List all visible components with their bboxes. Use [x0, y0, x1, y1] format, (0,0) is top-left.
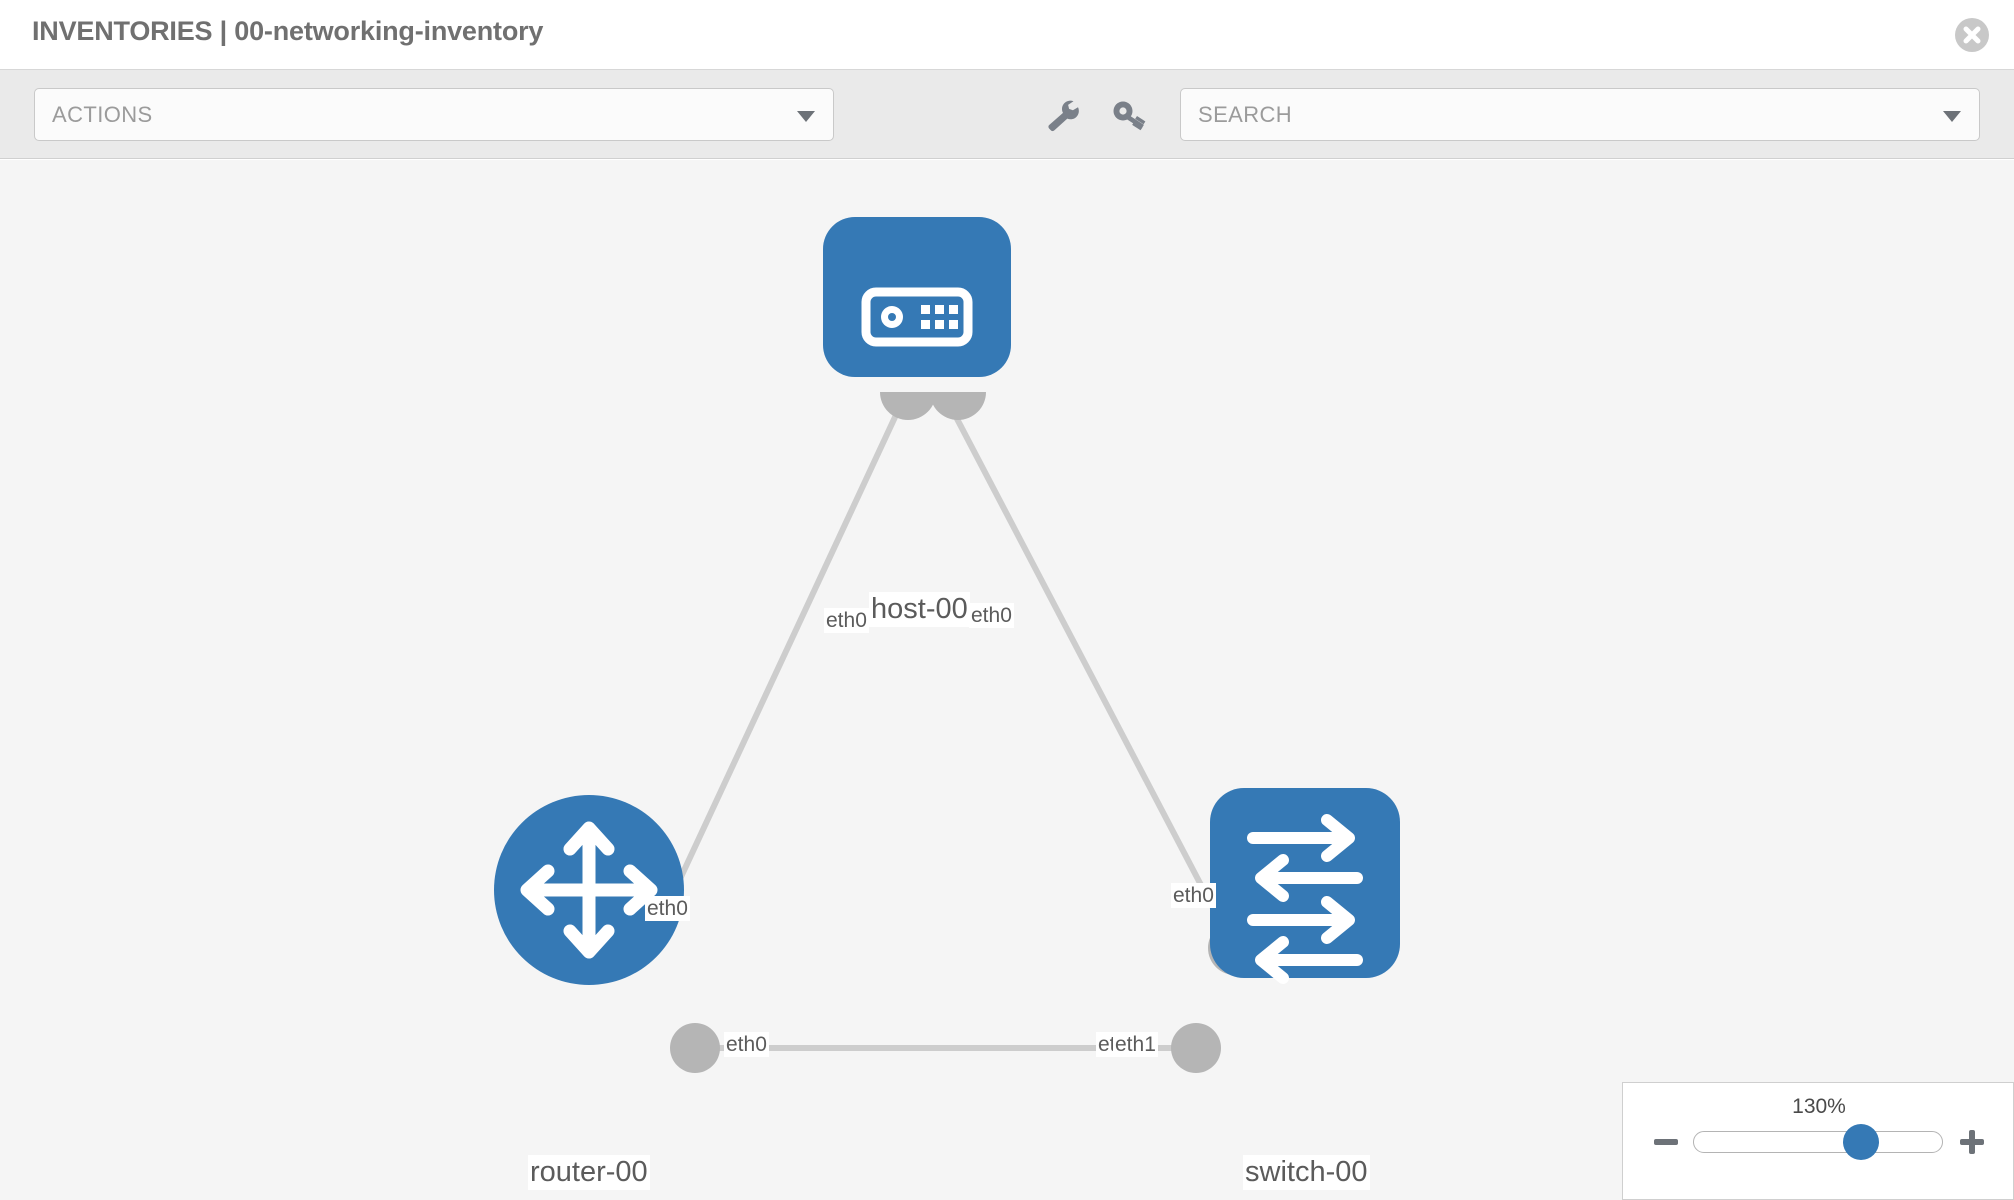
link-host-switch [952, 413, 1238, 952]
zoom-slider-thumb[interactable] [1842, 1124, 1879, 1160]
connector-router-right [670, 1023, 720, 1073]
toolbar: ACTIONS SEARCH [0, 70, 2014, 159]
actions-dropdown-label: ACTIONS [52, 102, 153, 127]
topology-connectors [670, 392, 1262, 1073]
connector-host-left [880, 392, 936, 420]
node-switch-00 [1210, 788, 1400, 984]
page-title: INVENTORIES | 00-networking-inventory [32, 16, 544, 46]
close-icon[interactable] [1955, 18, 1989, 52]
zoom-level-value: 130% [1792, 1095, 1846, 1118]
edge-label-host-right: eth0 [969, 603, 1014, 628]
node-label-host-00: host-00 [869, 592, 970, 627]
topology-canvas[interactable]: eth0 eth0 host-00 eth0 eth0 eth0 eth0 et… [0, 160, 2014, 1200]
edge-label-switch-up: eth0 [1171, 883, 1216, 908]
topology-links [637, 413, 1238, 1051]
edge-label-router-up: eth0 [645, 896, 690, 921]
zoom-control-panel: 130% [1622, 1082, 2014, 1200]
node-label-router-00: router-00 [528, 1155, 650, 1190]
edge-label-router-right: eth0 [724, 1032, 769, 1057]
minus-icon[interactable] [1651, 1127, 1681, 1157]
search-placeholder: SEARCH [1198, 102, 1293, 127]
node-host-00 [823, 217, 1011, 377]
node-label-switch-00: switch-00 [1243, 1155, 1370, 1190]
chevron-down-icon[interactable] [1943, 111, 1961, 122]
zoom-slider[interactable] [1693, 1131, 1943, 1153]
connector-switch-left [1171, 1023, 1221, 1073]
plus-icon[interactable] [1957, 1127, 1987, 1157]
page-header: INVENTORIES | 00-networking-inventory [0, 0, 2014, 70]
wrench-icon[interactable] [1043, 98, 1083, 134]
edge-label-switch-left-eth1: eth1 [1113, 1032, 1158, 1057]
node-router-00 [494, 795, 684, 985]
actions-dropdown[interactable]: ACTIONS [34, 88, 834, 141]
edge-label-host-left: eth0 [824, 608, 869, 633]
search-input[interactable]: SEARCH [1180, 88, 1980, 141]
key-icon[interactable] [1110, 98, 1150, 134]
chevron-down-icon [797, 111, 815, 122]
link-host-router [637, 413, 899, 967]
connector-host-right [930, 392, 986, 420]
